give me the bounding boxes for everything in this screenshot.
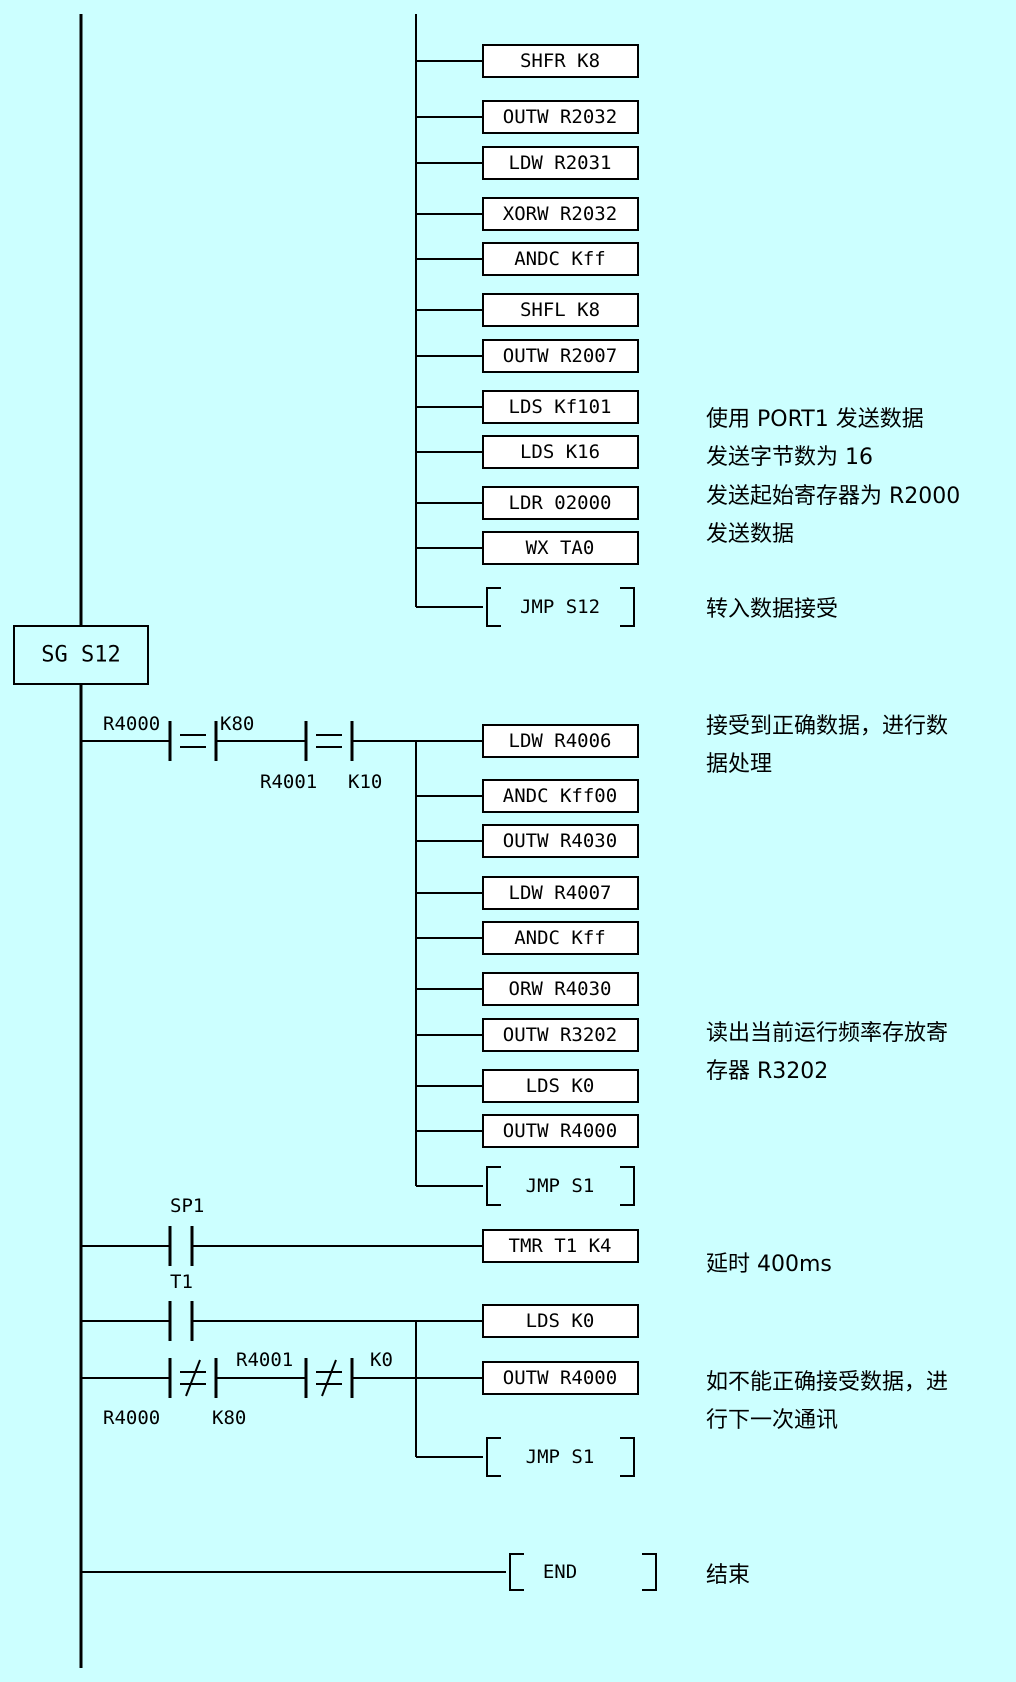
branch-stubs-1 — [416, 60, 483, 608]
comment-line: 行下一次通讯 — [706, 1408, 838, 1433]
instruction-label: OUTW R2032 — [503, 106, 617, 128]
ladder-wiring — [79, 14, 506, 1668]
comment-line: 发送字节数为 16 — [706, 445, 873, 470]
comment-line: 结束 — [706, 1563, 750, 1588]
instruction-ldr-02000: LDR 02000 — [482, 486, 639, 520]
instruction-label: ANDC Kff00 — [503, 785, 617, 807]
comment-line: 如不能正确接受数据，进 — [706, 1370, 948, 1395]
branch-stubs-2 — [416, 740, 483, 1187]
instruction-label: ANDC Kff — [514, 248, 606, 270]
instruction-label: ORW R4030 — [509, 978, 612, 1000]
comments: 使用 PORT1 发送数据 发送字节数为 16 发送起始寄存器为 R2000 发… — [706, 407, 960, 1588]
instruction-outw-r4030: OUTW R4030 — [482, 824, 639, 858]
comment-line: 发送起始寄存器为 R2000 — [706, 484, 960, 509]
instruction-label: LDW R2031 — [509, 152, 612, 174]
instruction-andc-kff: ANDC Kff — [482, 921, 639, 955]
contact-label-k80: K80 — [220, 713, 254, 735]
instruction-wx-ta0: WX TA0 — [482, 531, 639, 565]
instruction-shfr-k8: SHFR K8 — [482, 44, 639, 78]
instruction-label: LDW R4007 — [509, 882, 612, 904]
instruction-outw-r4000: OUTW R4000 — [482, 1361, 639, 1395]
instruction-label: OUTW R4000 — [503, 1367, 617, 1389]
comment-line: 读出当前运行频率存放寄 — [706, 1021, 948, 1046]
instruction-label: WX TA0 — [526, 537, 595, 559]
instruction-label: JMP S1 — [526, 1175, 595, 1197]
contact-label-r4000-b: R4000 — [103, 1407, 160, 1429]
rung-t1 — [81, 1301, 416, 1341]
contact-label-k80-b: K80 — [212, 1407, 246, 1429]
instruction-label: ANDC Kff — [514, 927, 606, 949]
comment-line: 据处理 — [706, 752, 772, 777]
instruction-label: LDR 02000 — [509, 492, 612, 514]
comment-line: 转入数据接受 — [706, 597, 838, 622]
instruction-jmp-s12: JMP S12 — [486, 587, 635, 627]
instruction-ldw-r4007: LDW R4007 — [482, 876, 639, 910]
contact-labels: R4000 K80 R4001 K10 SP1 T1 R4001 K0 R400… — [103, 713, 393, 1429]
instruction-andc-kff: ANDC Kff — [482, 242, 639, 276]
instruction-xorw-r2032: XORW R2032 — [482, 197, 639, 231]
instruction-jmp-s1: JMP S1 — [486, 1437, 635, 1477]
instruction-outw-r3202: OUTW R3202 — [482, 1018, 639, 1052]
instruction-jmp-s1: JMP S1 — [486, 1166, 635, 1206]
instruction-lds-k0: LDS K0 — [482, 1304, 639, 1338]
instruction-lds-k16: LDS K16 — [482, 435, 639, 469]
contact-label-sp1: SP1 — [170, 1195, 204, 1217]
contact-label-r4000: R4000 — [103, 713, 160, 735]
instruction-end: END — [509, 1553, 657, 1591]
instruction-label: END — [543, 1561, 577, 1583]
instruction-label: SHFL K8 — [520, 299, 600, 321]
instruction-lds-kf101: LDS Kf101 — [482, 390, 639, 424]
instruction-label: LDS K0 — [526, 1075, 595, 1097]
comment-line: 使用 PORT1 发送数据 — [706, 407, 924, 432]
instruction-label: XORW R2032 — [503, 203, 617, 225]
instruction-label: TMR T1 K4 — [509, 1235, 612, 1257]
instruction-andc-kff00: ANDC Kff00 — [482, 779, 639, 813]
contact-label-k10: K10 — [348, 771, 382, 793]
instruction-label: LDS Kf101 — [509, 396, 612, 418]
instruction-ldw-r4006: LDW R4006 — [482, 724, 639, 758]
comment-line: 存器 R3202 — [706, 1059, 828, 1084]
instruction-outw-r2032: OUTW R2032 — [482, 100, 639, 134]
instruction-label: SHFR K8 — [520, 50, 600, 72]
stage-label: SG S12 — [41, 643, 120, 668]
contact-label-r4001-b: R4001 — [236, 1349, 293, 1371]
branch-stubs-3 — [416, 1320, 483, 1458]
instruction-label: OUTW R4030 — [503, 830, 617, 852]
comment-line: 接受到正确数据，进行数 — [706, 714, 948, 739]
instruction-label: OUTW R4000 — [503, 1120, 617, 1142]
comment-line: 延时 400ms — [706, 1252, 832, 1277]
comment-line: 发送数据 — [706, 522, 794, 547]
contact-label-k0-b: K0 — [370, 1349, 393, 1371]
instruction-shfl-k8: SHFL K8 — [482, 293, 639, 327]
instruction-tmr-t1-k4: TMR T1 K4 — [482, 1229, 639, 1263]
instruction-orw-r4030: ORW R4030 — [482, 972, 639, 1006]
instruction-label: LDS K16 — [520, 441, 600, 463]
instruction-outw-r4000: OUTW R4000 — [482, 1114, 639, 1148]
instruction-label: JMP S1 — [526, 1446, 595, 1468]
instruction-outw-r2007: OUTW R2007 — [482, 339, 639, 373]
instruction-label: OUTW R3202 — [503, 1024, 617, 1046]
instruction-label: JMP S12 — [520, 596, 600, 618]
stage-box: SG S12 — [13, 625, 149, 685]
instruction-lds-k0: LDS K0 — [482, 1069, 639, 1103]
instruction-label: LDS K0 — [526, 1310, 595, 1332]
rung-compare — [81, 721, 416, 761]
rung-sp1 — [81, 1226, 483, 1266]
instruction-ldw-r2031: LDW R2031 — [482, 146, 639, 180]
instruction-label: LDW R4006 — [509, 730, 612, 752]
instruction-label: OUTW R2007 — [503, 345, 617, 367]
rung-not-equal — [81, 1358, 416, 1398]
contact-label-t1: T1 — [170, 1271, 193, 1293]
contact-label-r4001: R4001 — [260, 771, 317, 793]
